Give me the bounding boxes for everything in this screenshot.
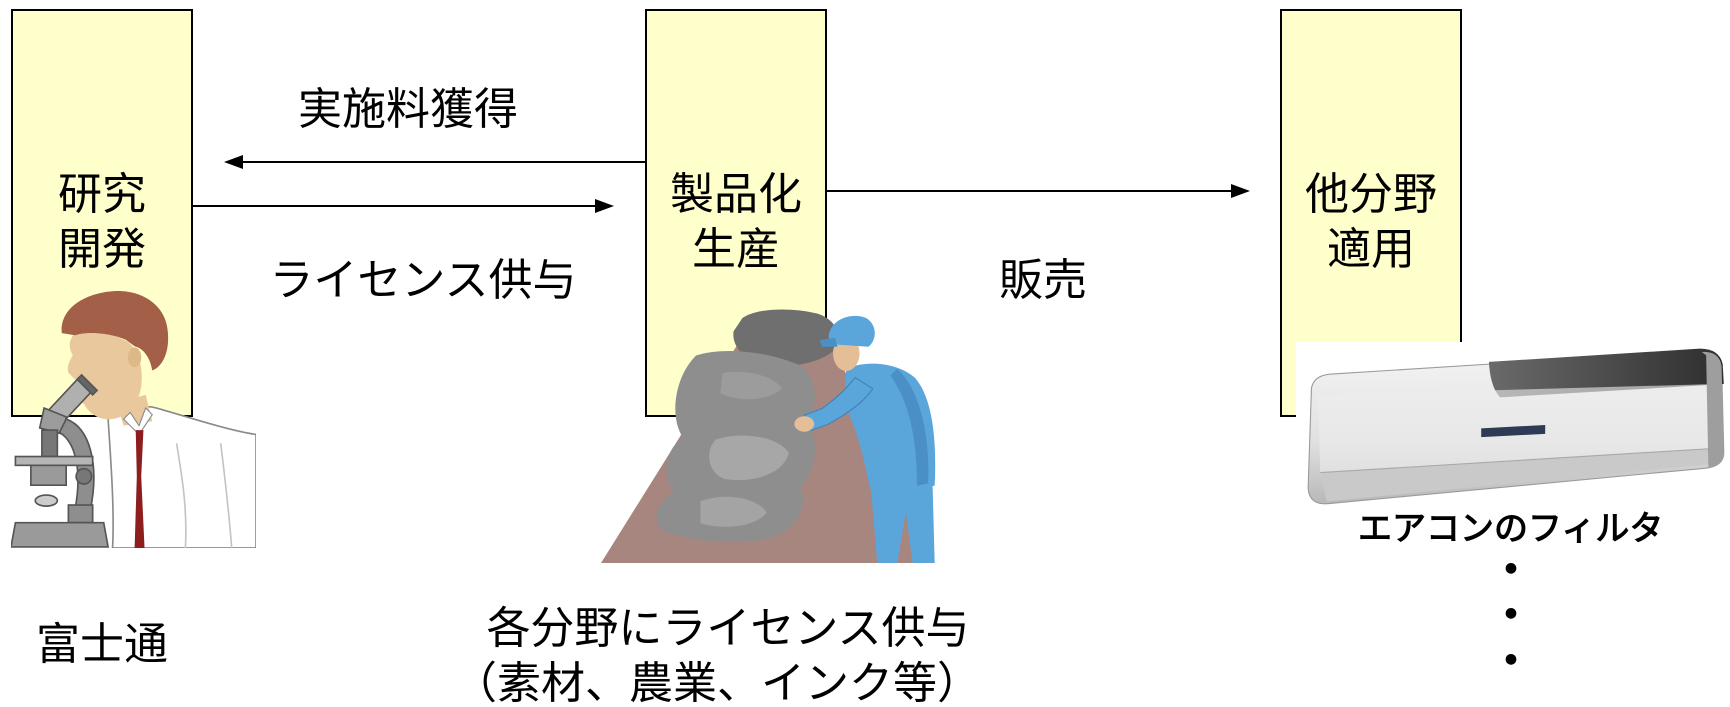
product-items-dark — [733, 309, 839, 367]
mirror — [34, 494, 59, 507]
production-box-text: 製品化 生産 — [647, 167, 825, 277]
sub-stage — [30, 464, 68, 487]
royalty-arrow — [224, 155, 645, 169]
focus-knob — [75, 467, 93, 485]
product-highlight — [709, 435, 789, 481]
rnd-box-text: 研究 開発 — [13, 167, 191, 277]
sales-label: 販売 — [999, 255, 1087, 306]
licensing-caption-line-2: （素材、農業、インク等） — [453, 658, 981, 707]
ac-louver-edge — [1320, 447, 1718, 474]
licensing-caption-line-1: 各分野にライセンス供与 — [486, 603, 970, 654]
royalty-arrow-head — [224, 155, 243, 169]
ear — [127, 347, 142, 368]
ac-louver — [1320, 448, 1718, 502]
ac-end-cap — [1701, 351, 1724, 468]
application-box-text: 他分野 適用 — [1282, 167, 1460, 277]
air-conditioner-icon — [1296, 342, 1726, 508]
worker-cap-brim — [819, 337, 838, 347]
company-caption: 富士通 — [36, 619, 168, 670]
shirt-fold — [175, 443, 187, 548]
continuation-dot: ・ — [1489, 545, 1533, 596]
objective-lens — [41, 429, 59, 458]
worker-legs — [870, 481, 935, 563]
microscope-base — [11, 521, 110, 548]
pillar — [67, 504, 94, 524]
license-label: ライセンス供与 — [269, 255, 577, 306]
eyepiece-lens — [76, 373, 99, 396]
production-box-line-2: 生産 — [692, 224, 780, 275]
sales-arrow-head — [1231, 184, 1250, 198]
shirt-fold — [219, 443, 233, 548]
worker-hands — [794, 416, 815, 432]
ac-display-panel — [1481, 425, 1546, 438]
continuation-dot: ・ — [1489, 636, 1533, 687]
tie — [134, 430, 145, 548]
ac-top-panel — [1488, 348, 1724, 398]
worker-cap — [828, 315, 875, 347]
license-arrow-head — [595, 199, 614, 213]
application-box-line-1: 他分野 — [1305, 169, 1437, 220]
license-arrow — [193, 199, 614, 213]
scientist-microscope-icon — [11, 290, 256, 548]
factory-worker-conveyor-icon — [601, 309, 936, 563]
sales-arrow — [827, 184, 1250, 198]
application-caption: エアコンのフィルタ — [1358, 509, 1664, 549]
application-box-line-2: 適用 — [1327, 224, 1415, 275]
hair — [61, 290, 169, 371]
production-box-line-1: 製品化 — [670, 169, 802, 220]
worker-torso-shade — [890, 368, 929, 486]
product-highlight — [700, 496, 767, 527]
rnd-box-line-1: 研究 — [58, 169, 146, 220]
worker-arm — [803, 376, 874, 432]
continuation-dot: ・ — [1489, 590, 1533, 641]
microscope — [11, 373, 110, 548]
product-highlight — [720, 371, 783, 400]
microscope-stage — [14, 455, 94, 467]
royalty-label: 実施料獲得 — [298, 84, 518, 135]
rnd-box-line-2: 開発 — [58, 224, 146, 275]
